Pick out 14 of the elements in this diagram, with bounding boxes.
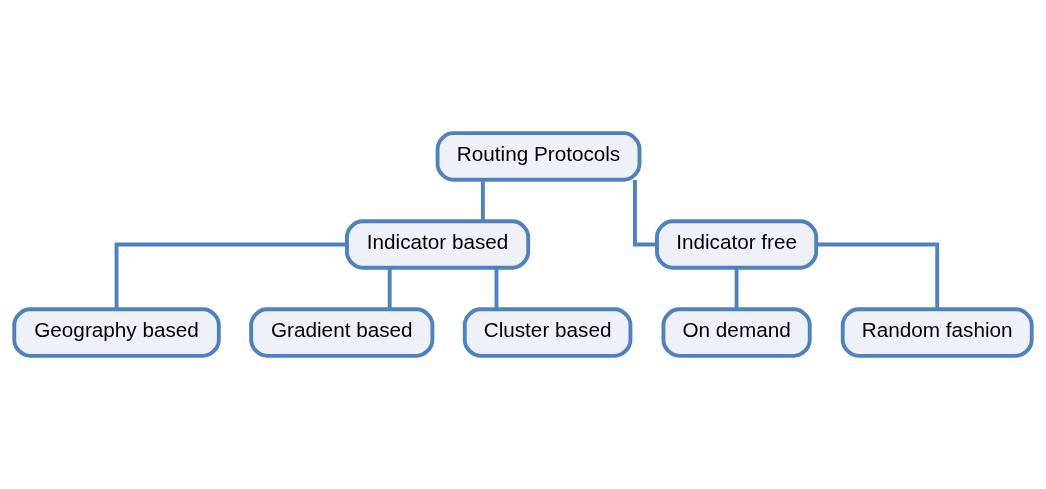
node-box: Indicator based	[345, 219, 531, 270]
connector	[816, 242, 940, 309]
connector	[494, 268, 499, 309]
connector	[480, 180, 485, 221]
node-box: Cluster based	[462, 307, 633, 358]
node-box: Gradient based	[249, 307, 435, 358]
node-box: On demand	[661, 307, 812, 358]
node-box: Geography based	[12, 307, 221, 358]
connector	[734, 268, 739, 309]
node-box: Random fashion	[840, 307, 1034, 358]
node-box: Indicator free	[655, 219, 819, 270]
node-box: Routing Protocols	[435, 131, 642, 182]
connector	[387, 268, 392, 309]
connector	[114, 242, 347, 309]
